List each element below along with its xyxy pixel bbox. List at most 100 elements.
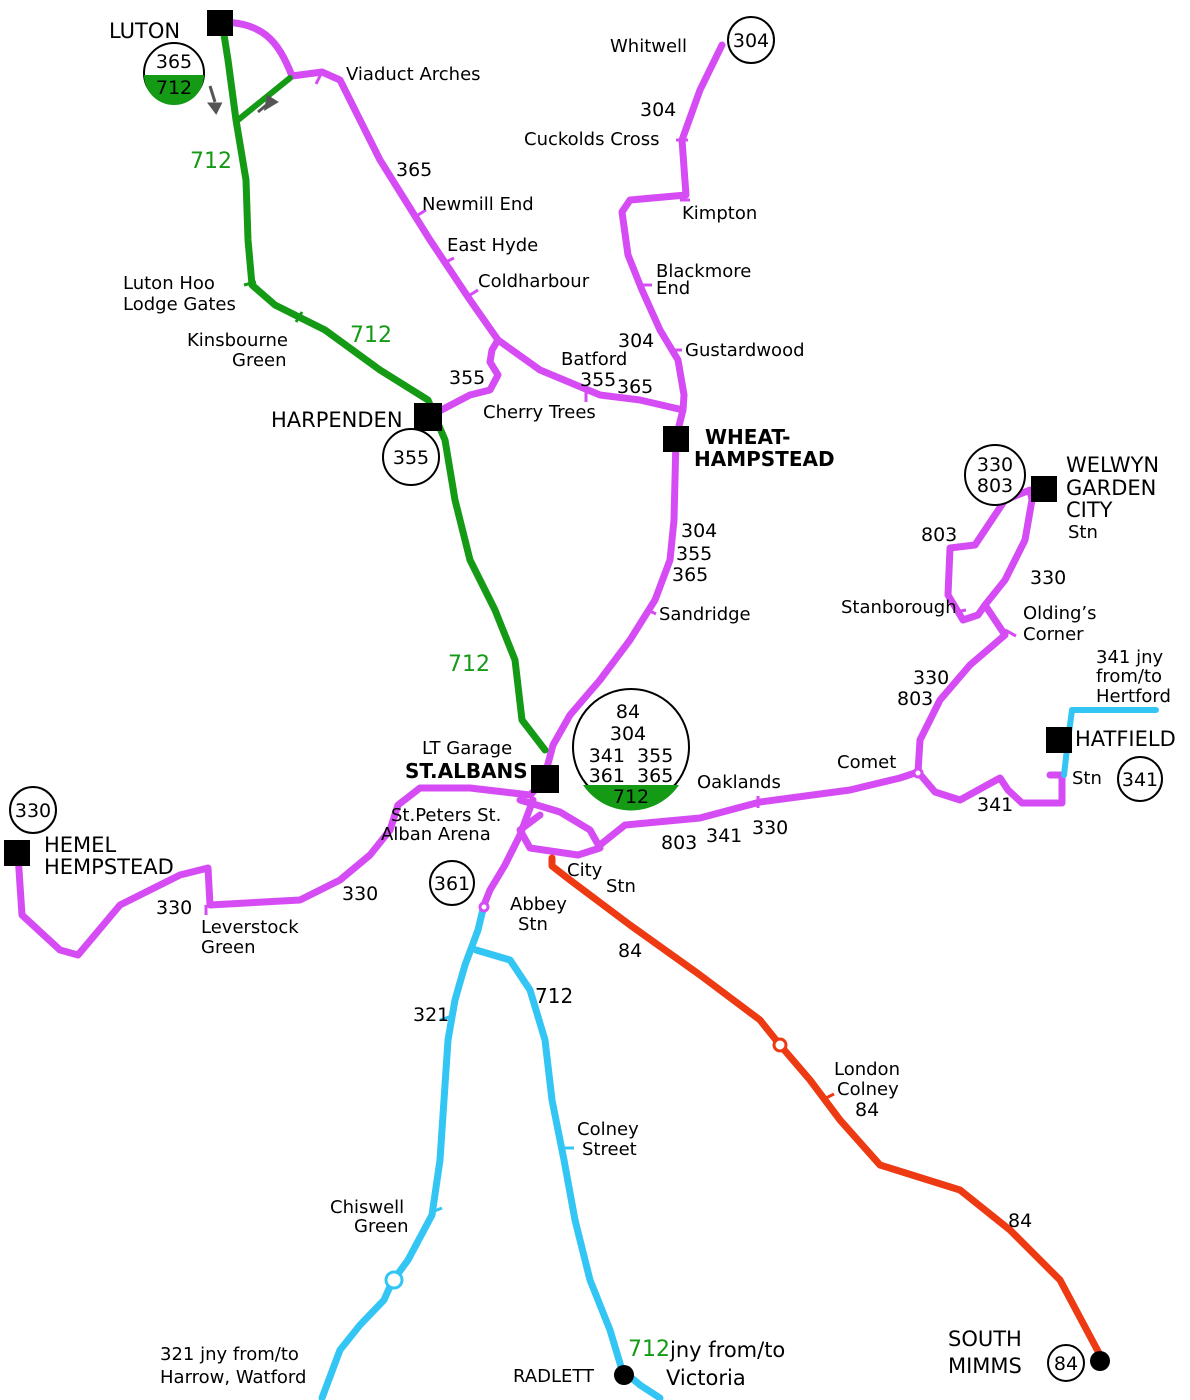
- stop-oldings-2: Corner: [1023, 624, 1084, 645]
- route-label-304-c: 304: [681, 520, 717, 542]
- route-label-84-c: 84: [1008, 1210, 1032, 1232]
- badge-luton: 365 712: [143, 42, 205, 105]
- tick-viaduct: [314, 71, 324, 85]
- svg-text:361 365: 361 365: [589, 765, 674, 787]
- stop-abbey-2: Stn: [518, 914, 548, 935]
- stop-blackmore-2: End: [656, 278, 690, 299]
- note-victoria-2: Victoria: [666, 1366, 746, 1390]
- badge-hemel: 330: [9, 786, 57, 834]
- town-welwyn-1: WELWYN: [1066, 453, 1159, 477]
- tick-lutonhoo: [243, 280, 257, 287]
- town-radlett: RADLETT: [513, 1366, 595, 1387]
- town-harpenden: HARPENDEN: [271, 408, 403, 432]
- badge-whitwell: 304: [727, 16, 775, 64]
- badge-welwyn: 330 803: [964, 444, 1026, 506]
- stop-kinsbourne-1: Kinsbourne: [187, 330, 288, 351]
- stop-stanborough: Stanborough: [841, 597, 957, 618]
- route-label-84-b: 84: [855, 1099, 879, 1121]
- stop-abbey-1: Abbey: [510, 894, 567, 915]
- town-welwyn-4: Stn: [1068, 522, 1098, 543]
- route-label-330-c: 330: [752, 817, 788, 839]
- route-label-330-e: 330: [156, 897, 192, 919]
- route-label-365-b: 365: [617, 376, 653, 398]
- route-label-803-c: 803: [661, 832, 697, 854]
- stop-cherrytrees: Cherry Trees: [483, 402, 596, 423]
- route-712-blue[interactable]: [472, 946, 664, 1400]
- route-label-712-b: 712: [350, 323, 392, 348]
- tick-sandridge: [647, 608, 657, 616]
- route-label-341-a: 341: [977, 794, 1013, 816]
- route-330-hemel[interactable]: [14, 826, 394, 959]
- note-hertford-2: from/to: [1096, 666, 1162, 687]
- route-712-green-link[interactable]: [235, 75, 293, 123]
- town-stalbans: ST.ALBANS: [405, 759, 528, 783]
- stop-comet: Comet: [837, 752, 896, 773]
- route-330-803-welwyn[interactable]: [914, 486, 1036, 776]
- terminal-hatfield[interactable]: [1046, 727, 1072, 753]
- stop-lutonhoo-1: Luton Hoo: [123, 273, 215, 294]
- town-southmimms-1: SOUTH: [948, 1327, 1022, 1351]
- stop-chiswell-2: Green: [354, 1216, 409, 1237]
- terminal-southmimms[interactable]: [1090, 1351, 1110, 1371]
- interchange-londoncolney: [772, 1037, 788, 1053]
- town-welwyn-3: CITY: [1066, 498, 1113, 522]
- route-84-red[interactable]: [548, 854, 1104, 1359]
- svg-text:712: 712: [613, 786, 649, 808]
- route-label-712-blue: 712: [535, 984, 573, 1008]
- note-harrow-2: Harrow, Watford: [160, 1367, 306, 1388]
- svg-text:304: 304: [733, 30, 769, 52]
- tick-321: [439, 1014, 453, 1022]
- stop-easthyde: East Hyde: [447, 235, 538, 256]
- tick-chiswell: [431, 1206, 443, 1214]
- route-365-luton-branch[interactable]: [216, 18, 687, 414]
- badge-luton-bottom: 712: [156, 77, 192, 99]
- route-712-green[interactable]: [218, 18, 549, 754]
- terminal-radlett[interactable]: [614, 1365, 634, 1385]
- town-hatfield-stn: Stn: [1072, 768, 1102, 789]
- note-harrow-1: 321 jny from/to: [160, 1344, 299, 1365]
- route-341-hertford-link[interactable]: [1061, 707, 1159, 778]
- stop-kimpton: Kimpton: [682, 203, 757, 224]
- town-wheathampstead-2: HAMPSTEAD: [694, 447, 835, 471]
- terminal-hemel[interactable]: [4, 840, 30, 866]
- terminal-stalbans[interactable]: [531, 765, 559, 793]
- route-label-365-c: 365: [672, 564, 708, 586]
- badge-stalbans: 84 304 341 355 361 365 712: [572, 688, 690, 811]
- svg-text:84: 84: [1054, 1353, 1078, 1375]
- svg-text:304: 304: [610, 723, 646, 745]
- stop-blackmore-1: Blackmore: [656, 261, 751, 282]
- town-hemel-1: HEMEL: [44, 833, 116, 857]
- svg-text:803: 803: [977, 475, 1013, 497]
- interchange-comet: [912, 767, 924, 779]
- route-361-abbey[interactable]: [480, 796, 537, 909]
- route-355-harpenden-loop[interactable]: [424, 336, 502, 421]
- route-321-blue[interactable]: [318, 901, 488, 1400]
- tick-coldharbour: [469, 288, 479, 297]
- route-341-hatfield[interactable]: [914, 768, 1066, 807]
- terminal-wheathampstead[interactable]: [663, 426, 689, 452]
- route-304-355-365-trunk[interactable]: [541, 434, 680, 779]
- stop-londoncolney-2: Colney: [837, 1079, 899, 1100]
- route-330-341-803-east[interactable]: [596, 768, 922, 849]
- route-label-321: 321: [413, 1004, 449, 1026]
- note-hertford-3: Hertford: [1096, 686, 1171, 707]
- terminal-luton[interactable]: [207, 10, 233, 36]
- svg-text:361: 361: [434, 873, 470, 895]
- terminal-harpenden[interactable]: [414, 403, 442, 431]
- note-hertford-1: 341 jny: [1096, 647, 1163, 668]
- stop-oaklands: Oaklands: [697, 772, 781, 793]
- stop-batford: Batford: [561, 349, 627, 370]
- tick-newmill: [417, 208, 427, 217]
- note-victoria-1: jny from/to: [669, 1338, 785, 1362]
- town-luton: LUTON: [109, 19, 180, 43]
- stop-colneystreet-1: Colney: [577, 1119, 639, 1140]
- route-label-330-b: 330: [913, 667, 949, 689]
- route-label-365-a: 365: [396, 159, 432, 181]
- badge-abbey: 361: [429, 860, 475, 906]
- terminal-welwyn[interactable]: [1031, 476, 1057, 502]
- one-way-arrows: [207, 85, 279, 115]
- svg-text:341: 341: [1122, 769, 1158, 791]
- stop-colneystreet-2: Street: [582, 1139, 637, 1160]
- route-label-341-b: 341: [706, 825, 742, 847]
